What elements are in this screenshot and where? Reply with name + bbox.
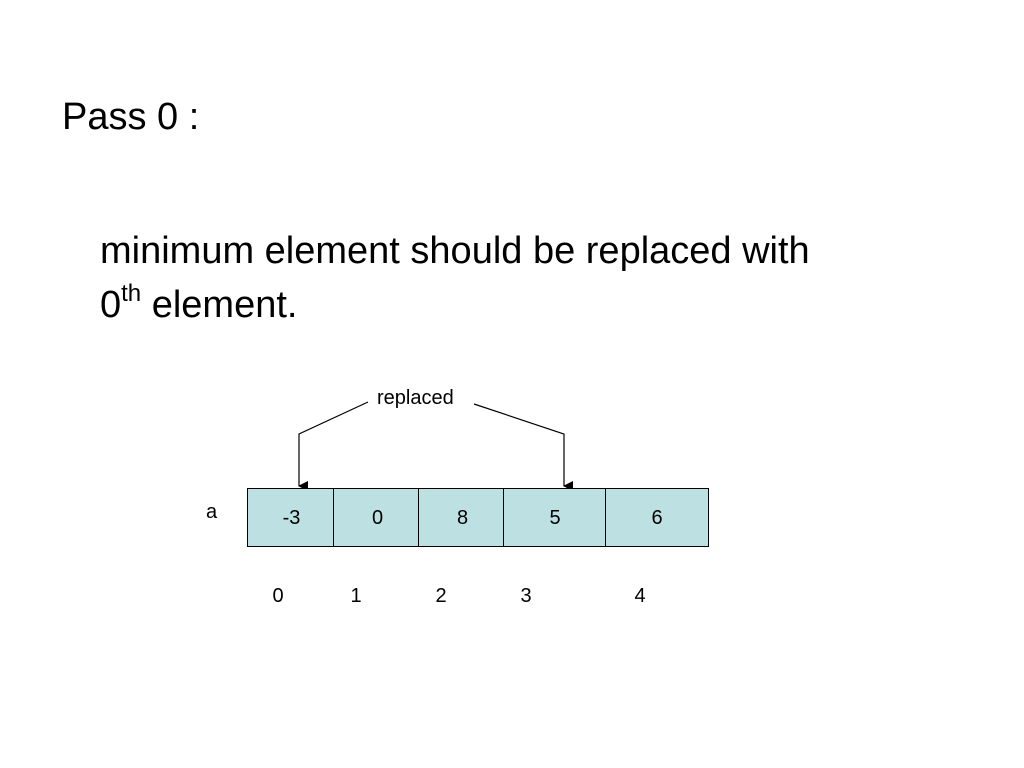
description-line-1: minimum element should be replaced with [100, 230, 810, 272]
description-ordinal-suffix: th [121, 280, 142, 307]
array-cell: 0 [333, 488, 422, 547]
array-index-label: 4 [634, 585, 646, 607]
slide-title: Pass 0 : [62, 96, 200, 138]
array-index-label: 1 [350, 585, 362, 607]
replaced-label: replaced [377, 387, 454, 409]
array-cell: 8 [418, 488, 507, 547]
array-cell: 5 [503, 488, 607, 547]
arrow-to-index-3 [473, 403, 573, 491]
array-cell: -3 [247, 488, 336, 547]
description-line-2: 0th element. [100, 278, 980, 332]
array-name-label: a [206, 501, 218, 523]
slide-description: minimum element should be replaced with … [100, 224, 980, 332]
array-index-label: 0 [272, 585, 284, 607]
array-index-label: 3 [520, 585, 532, 607]
array-index-label: 2 [435, 585, 447, 607]
array-cell: 6 [605, 488, 709, 547]
arrow-to-index-0 [298, 401, 369, 491]
description-ordinal-number: 0 [100, 284, 122, 326]
description-tail: element. [141, 284, 298, 326]
